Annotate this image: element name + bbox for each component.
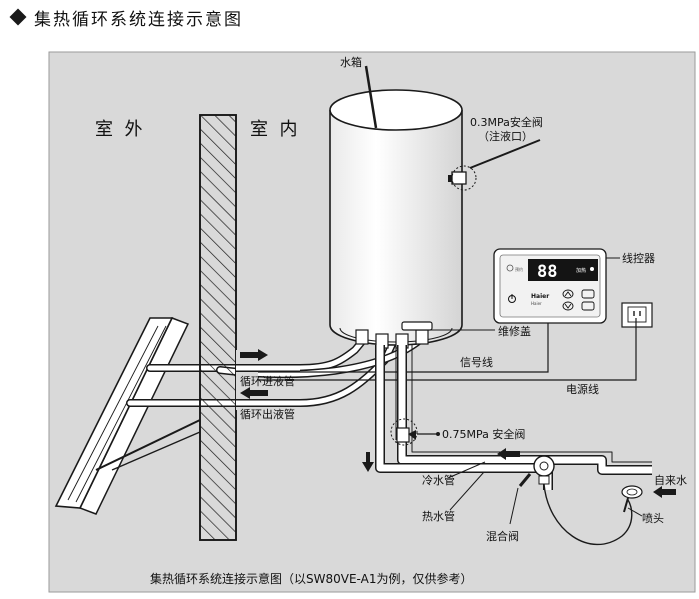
tank-label: 水箱 bbox=[340, 55, 362, 69]
controller-mode-text: 加热 bbox=[576, 267, 586, 274]
diagram-caption: 集热循环系统连接示意图（以SW80VE-A1为例，仅供参考） bbox=[150, 571, 472, 586]
safety-valve-low-icon bbox=[390, 418, 418, 446]
power-button-icon bbox=[508, 294, 516, 303]
indoor-label: 室 内 bbox=[250, 119, 297, 140]
safety-valve-low-label: 0.75MPa 安全阀 bbox=[442, 427, 525, 441]
power-socket-icon bbox=[621, 302, 653, 328]
cold-pipe-label: 冷水管 bbox=[422, 473, 455, 487]
safety-valve-top-label: 0.3MPa安全阀 bbox=[470, 115, 543, 129]
shower-head-icon bbox=[621, 485, 643, 513]
tap-water-label: 自来水 bbox=[654, 474, 687, 487]
power-line-label: 电源线 bbox=[566, 382, 599, 396]
set-button-icon bbox=[581, 301, 595, 311]
water-tank bbox=[329, 89, 463, 346]
safety-valve-top-note: （注液口） bbox=[478, 129, 533, 143]
flow-arrow-out-icon bbox=[240, 387, 268, 399]
flow-arrow-in-icon bbox=[240, 349, 268, 361]
maintenance-cover-label: 维修盖 bbox=[498, 324, 531, 338]
wire-controller: 预约 88 加热 Haier Haier bbox=[493, 248, 607, 324]
indoor-pipes bbox=[236, 364, 300, 407]
tank-fittings bbox=[355, 321, 433, 349]
outdoor-label: 室 外 bbox=[95, 119, 142, 140]
tap-water-arrow-icon bbox=[653, 486, 676, 498]
cold-flow-arrow-icon bbox=[497, 448, 520, 460]
controller-display: 88 bbox=[537, 262, 557, 282]
circ-inlet-label: 循环进液管 bbox=[240, 374, 295, 388]
down-button-icon bbox=[562, 301, 574, 311]
safety-valve-top-icon bbox=[448, 165, 477, 191]
mode-button-icon bbox=[581, 289, 595, 299]
controller-brand: Haier bbox=[531, 293, 549, 300]
controller-left-text: 预约 bbox=[515, 266, 523, 272]
down-arrow-icon bbox=[362, 452, 374, 472]
page-title: 集热循环系统连接示意图 bbox=[34, 9, 243, 30]
wire-controller-label: 线控器 bbox=[622, 251, 655, 265]
signal-line-label: 信号线 bbox=[460, 355, 493, 369]
wall bbox=[199, 114, 237, 541]
controller-brand-sub: Haier bbox=[531, 301, 542, 306]
shower-hose bbox=[543, 483, 633, 546]
page-heading: 集热循环系统连接示意图 bbox=[6, 4, 243, 30]
shower-head-label: 喷头 bbox=[642, 512, 664, 525]
up-button-icon bbox=[562, 289, 574, 299]
circ-outlet-label: 循环出液管 bbox=[240, 407, 295, 421]
mixing-valve-icon bbox=[518, 455, 555, 487]
mixing-valve-label: 混合阀 bbox=[486, 529, 519, 543]
hot-pipe-label: 热水管 bbox=[422, 509, 455, 523]
